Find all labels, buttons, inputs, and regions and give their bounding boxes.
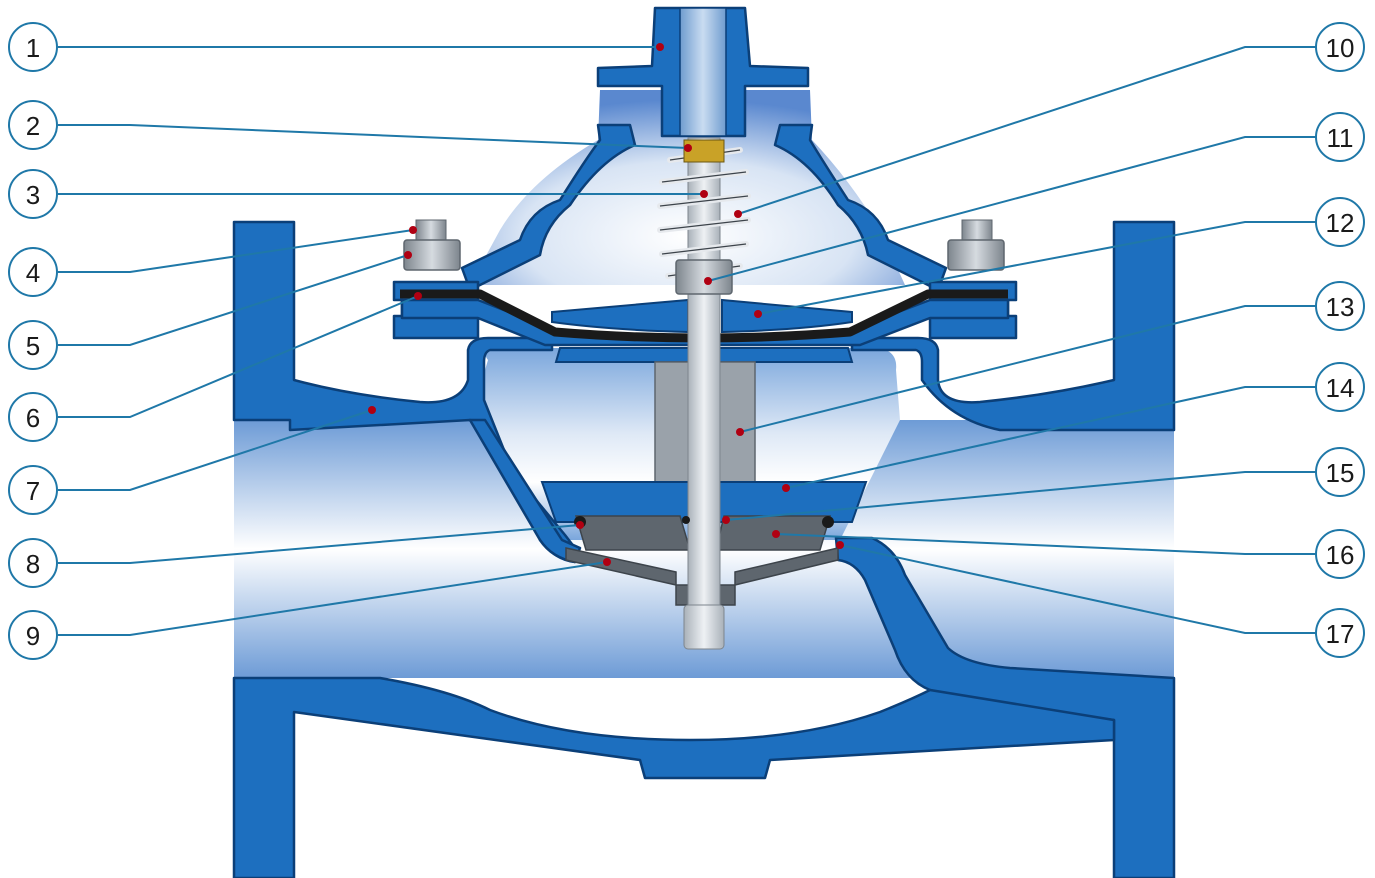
callout-6: 6: [8, 392, 58, 442]
callout-labels: 1 2 3 4 5 6 7 8 9 10 11 12 13 14 15 16 1…: [8, 22, 1365, 660]
callout-label-16: 16: [1326, 540, 1355, 570]
callout-label-11: 11: [1327, 123, 1354, 153]
marker-dot-5: [404, 251, 412, 259]
leader-11: [707, 136, 1316, 282]
callout-10: 10: [1315, 22, 1365, 72]
marker-dot-7: [368, 406, 376, 414]
marker-dot-3: [700, 190, 708, 198]
stem-end: [683, 604, 725, 650]
seat-disc: [574, 515, 692, 551]
callout-label-3: 3: [26, 180, 40, 210]
stem: [687, 137, 721, 649]
leader-15: [725, 471, 1316, 521]
callout-15: 15: [1315, 447, 1365, 497]
callout-label-7: 7: [26, 476, 40, 506]
leader-5: [58, 254, 409, 346]
callout-label-17: 17: [1326, 619, 1355, 649]
indicator-rod: [679, 7, 727, 137]
callout-label-13: 13: [1326, 292, 1355, 322]
bearing: [683, 139, 725, 163]
marker-dot-9: [603, 558, 611, 566]
bolt-right: [947, 219, 1005, 271]
marker-dot-6: [414, 292, 422, 300]
marker-dot-13: [736, 428, 744, 436]
marker-dot-4: [409, 226, 417, 234]
leader-17: [839, 544, 1316, 634]
callout-label-10: 10: [1326, 33, 1355, 63]
callout-11: 11: [1315, 112, 1365, 162]
callout-3: 3: [8, 169, 58, 219]
callout-label-5: 5: [26, 331, 40, 361]
leader-lines: [58, 46, 1316, 636]
bolt-left: [403, 219, 461, 271]
callout-label-1: 1: [26, 33, 40, 63]
callout-label-8: 8: [26, 549, 40, 579]
leader-4: [58, 229, 414, 273]
leader-16: [775, 533, 1316, 555]
marker-dots: [368, 43, 844, 566]
marker-dot-12: [754, 310, 762, 318]
diaphragm-washer-upper-right: [721, 298, 853, 334]
callout-label-6: 6: [26, 403, 40, 433]
callout-2: 2: [8, 100, 58, 150]
o-ring-right: [822, 516, 834, 528]
marker-dot-16: [772, 530, 780, 538]
marker-dot-2: [684, 144, 692, 152]
marker-dot-10: [734, 210, 742, 218]
leader-9: [58, 561, 608, 636]
callout-4: 4: [8, 247, 58, 297]
marker-dot-11: [704, 277, 712, 285]
callout-5: 5: [8, 320, 58, 370]
leader-12: [757, 221, 1316, 315]
leader-14: [785, 386, 1316, 489]
callout-9: 9: [8, 610, 58, 660]
callout-label-2: 2: [26, 111, 40, 141]
o-ring-stem: [682, 516, 690, 524]
marker-dot-17: [836, 541, 844, 549]
marker-dot-14: [782, 484, 790, 492]
marker-dot-1: [656, 43, 664, 51]
callout-8: 8: [8, 538, 58, 588]
marker-dot-15: [722, 516, 730, 524]
callout-17: 17: [1315, 608, 1365, 658]
callout-13: 13: [1315, 281, 1365, 331]
callout-16: 16: [1315, 529, 1365, 579]
stem-nut: [675, 259, 733, 295]
marker-dot-8: [576, 521, 584, 529]
callout-label-4: 4: [26, 258, 40, 288]
leader-2: [58, 124, 689, 149]
leader-6: [58, 295, 419, 418]
callout-label-14: 14: [1326, 373, 1355, 403]
callout-1: 1: [8, 22, 58, 72]
callout-14: 14: [1315, 362, 1365, 412]
leader-13: [739, 305, 1316, 433]
callout-12: 12: [1315, 197, 1365, 247]
leader-8: [58, 524, 581, 564]
callout-label-9: 9: [26, 621, 40, 651]
callout-7: 7: [8, 465, 58, 515]
leader-7: [58, 409, 373, 491]
callout-label-15: 15: [1326, 458, 1355, 488]
diaphragm-washer-upper: [551, 298, 689, 334]
callout-label-12: 12: [1326, 208, 1355, 238]
leader-10: [737, 46, 1316, 215]
